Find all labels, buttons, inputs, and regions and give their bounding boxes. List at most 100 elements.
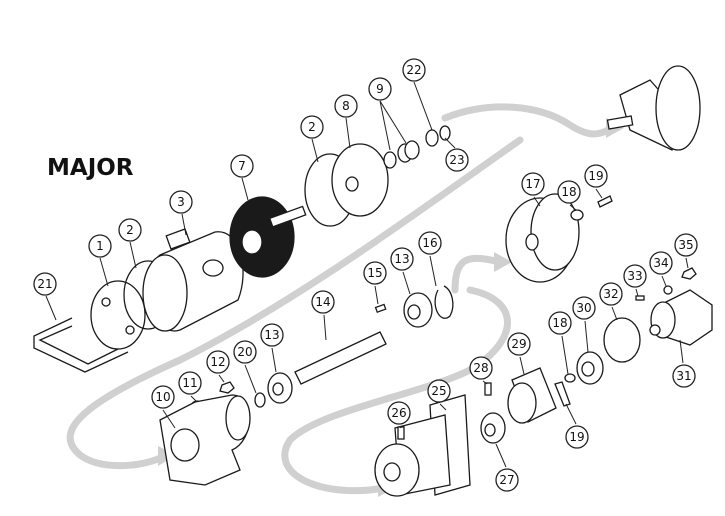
callout-32: 32	[599, 282, 623, 306]
svg-text:1: 1	[96, 239, 104, 253]
callout-8: 8	[334, 94, 358, 118]
part-screw-19-top	[597, 195, 613, 208]
callout-18-top: 18	[557, 180, 581, 204]
svg-text:12: 12	[210, 355, 225, 369]
part-washer-22	[425, 129, 439, 147]
part-key	[374, 303, 387, 314]
svg-text:8: 8	[342, 99, 350, 113]
svg-text:31: 31	[676, 369, 691, 383]
callout-19-bottom: 19	[565, 425, 589, 449]
part-impeller	[229, 196, 307, 278]
svg-text:2: 2	[126, 223, 134, 237]
flow-arrows	[66, 103, 624, 497]
part-nut-12	[219, 381, 235, 394]
callout-29: 29	[507, 332, 531, 356]
callout-16: 16	[418, 231, 442, 255]
callout-25: 25	[427, 379, 451, 403]
part-bearing-bracket	[159, 394, 251, 486]
svg-text:29: 29	[511, 337, 526, 351]
part-set-screw-28	[484, 382, 492, 396]
svg-text:16: 16	[422, 236, 437, 250]
svg-text:11: 11	[182, 376, 197, 390]
svg-text:21: 21	[37, 277, 52, 291]
svg-text:28: 28	[473, 361, 488, 375]
callout-10: 10	[151, 385, 175, 409]
callout-14: 14	[311, 290, 335, 314]
svg-text:18: 18	[552, 316, 567, 330]
part-shaft	[294, 331, 387, 385]
svg-text:32: 32	[603, 287, 618, 301]
diagram-title: MAJOR	[47, 155, 134, 181]
parts	[33, 65, 713, 497]
callout-31: 31	[672, 364, 696, 388]
callout-26: 26	[387, 401, 411, 425]
part-screw-19-bottom	[554, 381, 571, 407]
callout-9: 9	[368, 77, 392, 101]
part-hydraulic-motor	[649, 289, 713, 346]
callout-13-lower: 13	[260, 323, 284, 347]
svg-text:20: 20	[237, 345, 252, 359]
svg-text:7: 7	[238, 159, 246, 173]
svg-text:10: 10	[155, 390, 170, 404]
callout-20: 20	[233, 340, 257, 364]
svg-text:25: 25	[431, 384, 446, 398]
part-ring-20	[254, 392, 266, 408]
part-key-33	[635, 295, 645, 301]
svg-text:14: 14	[315, 295, 330, 309]
svg-text:15: 15	[367, 266, 382, 280]
svg-text:30: 30	[576, 301, 591, 315]
callout-21: 21	[33, 272, 57, 296]
svg-text:23: 23	[449, 153, 464, 167]
svg-text:13: 13	[264, 328, 279, 342]
leader-lines	[45, 81, 689, 468]
callout-18-bottom: 18	[548, 311, 572, 335]
callout-13-upper: 13	[390, 247, 414, 271]
callout-19-top: 19	[584, 164, 608, 188]
callout-15: 15	[363, 261, 387, 285]
callout-2-front: 2	[118, 218, 142, 242]
part-wear-plate	[331, 143, 389, 217]
part-seal	[383, 140, 420, 169]
part-washer-18-bottom	[564, 373, 576, 383]
callout-2-back: 2	[300, 115, 324, 139]
callouts: 1 2 3 7 2 8 9 22 23 21 17 18 19 16 13 15…	[33, 58, 698, 492]
part-motor-adapter	[374, 394, 471, 497]
part-u-bolt	[33, 317, 129, 373]
part-ring-23	[439, 125, 451, 141]
callout-22: 22	[402, 58, 426, 82]
svg-text:19: 19	[569, 430, 584, 444]
part-washer-18-top	[570, 209, 584, 221]
svg-text:17: 17	[525, 177, 540, 191]
svg-text:27: 27	[499, 473, 514, 487]
svg-text:22: 22	[406, 63, 421, 77]
svg-text:13: 13	[394, 252, 409, 266]
callout-12: 12	[206, 350, 230, 374]
callout-35: 35	[674, 233, 698, 257]
part-end-cover	[90, 280, 146, 350]
callout-7: 7	[230, 154, 254, 178]
callout-23: 23	[445, 148, 469, 172]
callout-34: 34	[649, 251, 673, 275]
part-circlip	[434, 285, 454, 319]
callout-33: 33	[623, 264, 647, 288]
part-electric-motor	[606, 65, 701, 151]
part-nut-35	[681, 267, 697, 280]
part-set-screw-26	[397, 426, 405, 440]
callout-28: 28	[469, 356, 493, 380]
svg-text:19: 19	[588, 169, 603, 183]
callout-11: 11	[178, 371, 202, 395]
callout-30: 30	[572, 296, 596, 320]
svg-text:3: 3	[177, 195, 185, 209]
callout-3: 3	[169, 190, 193, 214]
svg-text:9: 9	[376, 82, 384, 96]
svg-text:35: 35	[678, 238, 693, 252]
svg-text:33: 33	[627, 269, 642, 283]
callout-17: 17	[521, 172, 545, 196]
svg-text:34: 34	[653, 256, 668, 270]
svg-text:2: 2	[308, 120, 316, 134]
part-o-ring-32	[603, 317, 641, 363]
part-washer-34	[663, 285, 673, 295]
callout-1: 1	[88, 234, 112, 258]
part-pulley	[505, 193, 580, 283]
